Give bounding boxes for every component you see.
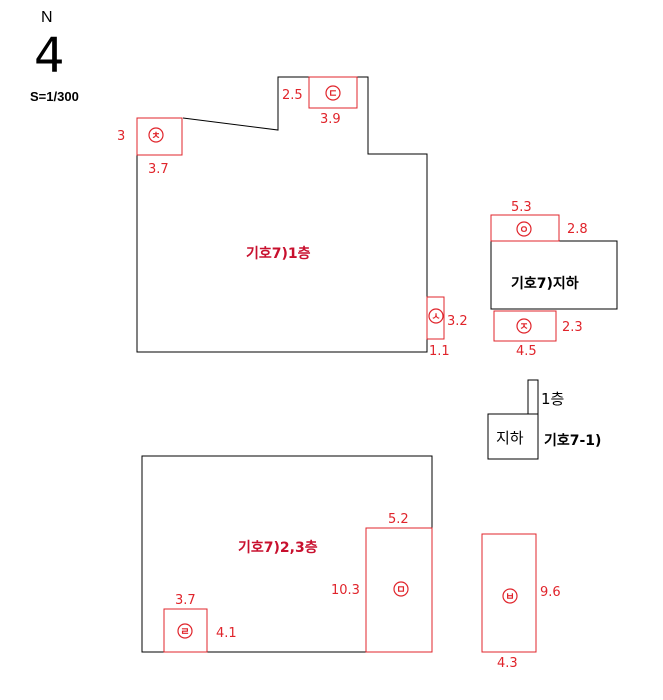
svg-text:ㅊ: ㅊ <box>151 131 160 142</box>
subarea-j-height: 2.3 <box>562 320 583 335</box>
svg-text:ㅈ: ㅈ <box>519 322 528 333</box>
subarea-b-height: 9.6 <box>540 585 561 600</box>
subarea-m-width: 5.2 <box>388 512 409 527</box>
building-7-1-floor-text: 1층 <box>541 390 564 408</box>
subarea-o-height: 2.8 <box>567 222 588 237</box>
subarea-c-symbol-icon: ㄷ <box>325 85 341 101</box>
subarea-o-rect <box>490 214 560 242</box>
subarea-ch-rect <box>136 117 183 156</box>
subarea-b-symbol-icon: ㅂ <box>502 588 518 604</box>
subarea-j-width: 4.5 <box>516 344 537 359</box>
building-23f-label: 기호7)2,3층 <box>238 540 318 556</box>
subarea-s-symbol-icon: ㅅ <box>428 308 444 324</box>
subarea-s-rect <box>426 296 445 340</box>
svg-text:ㅅ: ㅅ <box>431 312 440 323</box>
subarea-r-height: 4.1 <box>216 626 237 641</box>
subarea-s-height: 3.2 <box>447 314 468 329</box>
svg-text:ㄷ: ㄷ <box>328 89 337 100</box>
north-letter: N <box>41 9 53 26</box>
subarea-r-rect <box>163 608 208 653</box>
building-7-1-1f-outline <box>527 379 539 415</box>
subarea-b-width: 4.3 <box>497 656 518 671</box>
subarea-c-width: 3.9 <box>320 112 341 127</box>
north-arrow-icon: 4 <box>34 28 65 84</box>
svg-text:ㄹ: ㄹ <box>180 627 189 638</box>
svg-text:ㅂ: ㅂ <box>505 592 514 603</box>
building-1f-outline <box>136 76 428 353</box>
building-basement-label: 기호7)지하 <box>511 275 579 292</box>
subarea-j-symbol-icon: ㅈ <box>516 318 532 334</box>
subarea-ch-height: 3 <box>117 129 125 144</box>
subarea-r-symbol-icon: ㄹ <box>177 623 193 639</box>
building-1f-label: 기호7)1층 <box>246 246 311 262</box>
building-basement-outline <box>490 240 618 310</box>
subarea-s-width: 1.1 <box>429 344 450 359</box>
building-7-1-label: 기호7-1) <box>544 433 601 449</box>
subarea-c-rect <box>308 76 358 109</box>
subarea-o-width: 5.3 <box>511 200 532 215</box>
subarea-r-width: 3.7 <box>175 593 196 608</box>
svg-text:ㅇ: ㅇ <box>519 225 528 236</box>
subarea-m-symbol-icon: ㅁ <box>393 581 409 597</box>
subarea-ch-symbol-icon: ㅊ <box>148 127 164 143</box>
subarea-m-height: 10.3 <box>331 583 360 598</box>
scale-label: S=1/300 <box>30 89 79 104</box>
subarea-ch-width: 3.7 <box>148 162 169 177</box>
building-7-1-basement-text: 지하 <box>496 429 524 447</box>
subarea-c-height: 2.5 <box>282 88 303 103</box>
subarea-o-symbol-icon: ㅇ <box>516 221 532 237</box>
svg-text:ㅁ: ㅁ <box>396 585 405 596</box>
subarea-j-rect <box>493 310 557 342</box>
building-7-1-basement-outline <box>487 413 539 460</box>
subarea-b-rect <box>481 533 537 653</box>
subarea-m-rect <box>365 527 433 653</box>
